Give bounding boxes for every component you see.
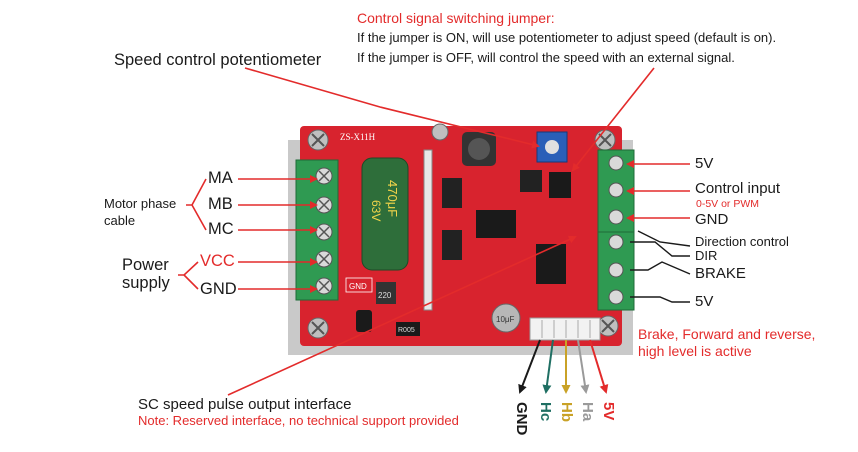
capacitor-value: 470μF xyxy=(385,180,400,217)
screw-br xyxy=(598,316,618,336)
brake-note-line-1: Brake, Forward and reverse, xyxy=(638,326,815,342)
resistor-text: R005 xyxy=(398,327,415,334)
label-control-input: Control input xyxy=(695,180,780,197)
power-supply-line-1: Power xyxy=(122,256,169,275)
jumper xyxy=(549,172,571,198)
bracket-brake xyxy=(630,262,690,274)
brake-note-line-2: high level is active xyxy=(638,343,752,359)
label-ma: MA xyxy=(208,169,233,188)
potentiometer-label: Speed control potentiometer xyxy=(114,51,321,70)
screw-tl xyxy=(308,130,328,150)
board-gnd-silk: GND xyxy=(349,282,367,291)
pin-label-5v: 5V xyxy=(600,402,617,420)
screw-bl xyxy=(308,318,328,338)
capacitor-voltage: 63V xyxy=(369,200,383,221)
electrolytic-capacitor xyxy=(362,158,408,270)
label-brake: BRAKE xyxy=(695,265,746,282)
mosfet-2 xyxy=(442,230,462,260)
label-vcc: VCC xyxy=(200,252,235,271)
pin-label-hb: Hb xyxy=(558,402,575,422)
sc-interface-label: SC speed pulse output interface xyxy=(138,396,351,413)
mosfet-1 xyxy=(442,178,462,208)
sc-interface-note: Note: Reserved interface, no technical s… xyxy=(138,414,459,429)
mosfet-heatsink-bar xyxy=(424,150,432,310)
motor-phase-line-1: Motor phase xyxy=(104,197,176,212)
screw-tr xyxy=(595,130,615,150)
bracket-5v-bottom xyxy=(630,297,690,302)
bracket-dir-to-brake xyxy=(638,231,690,246)
small-cap-text: 10μF xyxy=(496,315,515,324)
label-mc: MC xyxy=(208,220,234,239)
mosfet-3 xyxy=(520,170,542,192)
inductor-text: 220 xyxy=(378,291,392,300)
driver-ic-1 xyxy=(476,210,516,238)
pin-label-ha: Ha xyxy=(579,402,596,421)
jumper-line-1: If the jumper is ON, will use potentiome… xyxy=(357,31,776,46)
pin-label-hc: Hc xyxy=(537,402,554,421)
pin-label-gnd: GND xyxy=(513,402,530,435)
screw-top-mid xyxy=(432,124,448,140)
label-5v-bottom: 5V xyxy=(695,293,713,310)
power-supply-line-2: supply xyxy=(122,274,170,293)
label-dir: DIR xyxy=(695,249,717,264)
label-mb: MB xyxy=(208,195,233,214)
label-gnd-left: GND xyxy=(200,280,237,299)
label-control-input-note: 0-5V or PWM xyxy=(696,198,759,210)
jumper-title: Control signal switching jumper: xyxy=(357,10,555,26)
label-5v-top: 5V xyxy=(695,155,713,172)
board-model: ZS-X11H xyxy=(340,132,376,142)
jumper-line-2: If the jumper is OFF, will control the s… xyxy=(357,51,735,66)
motor-phase-bracket xyxy=(186,179,206,230)
transistor xyxy=(356,310,372,332)
motor-phase-line-2: cable xyxy=(104,214,135,229)
driver-ic-2 xyxy=(536,244,566,284)
power-supply-bracket xyxy=(178,262,198,289)
label-gnd-right: GND xyxy=(695,211,728,228)
